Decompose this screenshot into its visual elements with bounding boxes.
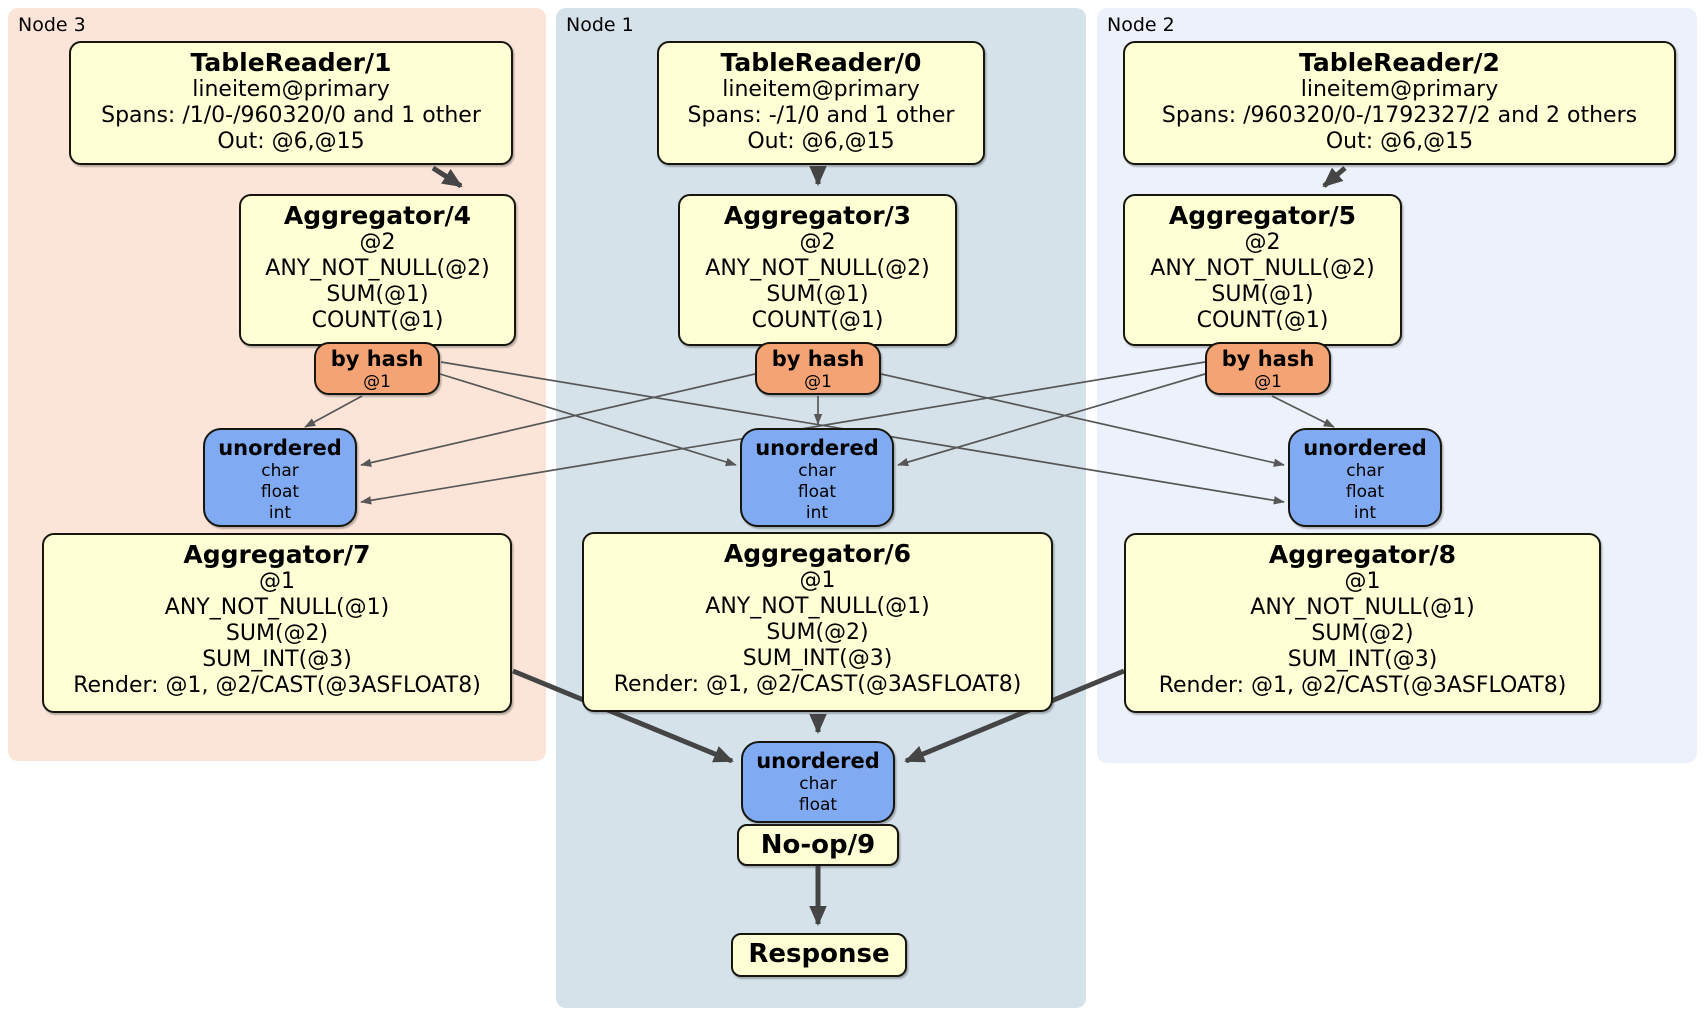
box-line: ANY_NOT_NULL(@1) (164, 595, 390, 620)
edge (431, 165, 463, 189)
router-key: @1 (363, 372, 391, 392)
edge (1322, 166, 1347, 188)
box-title: Aggregator/6 (723, 539, 912, 568)
by-hash-router-node2: by hash @1 (1205, 342, 1331, 395)
aggregator-4-box: Aggregator/4 @2 ANY_NOT_NULL(@2) SUM(@1)… (239, 194, 516, 346)
box-line: lineitem@primary (722, 77, 920, 102)
box-line: SUM_INT(@3) (202, 647, 352, 672)
box-title: No-op/9 (760, 830, 876, 860)
edge (439, 373, 737, 467)
box-title: Aggregator/4 (283, 201, 472, 230)
aggregator-5-box: Aggregator/5 @2 ANY_NOT_NULL(@2) SUM(@1)… (1123, 194, 1402, 346)
router-title: by hash (771, 347, 865, 371)
box-line: COUNT(@1) (311, 308, 444, 333)
node2-label: Node 2 (1107, 14, 1175, 36)
box-line: ANY_NOT_NULL(@1) (1250, 595, 1475, 620)
router-title: by hash (1221, 347, 1315, 371)
box-line: Out: @6,@15 (1325, 129, 1474, 154)
box-line: SUM(@2) (225, 621, 329, 646)
unordered-sync-node3: unordered char float int (203, 428, 357, 527)
by-hash-router-node1: by hash @1 (755, 342, 881, 395)
box-line: ANY_NOT_NULL(@2) (265, 256, 490, 281)
sync-title: unordered (755, 436, 879, 460)
box-line: @1 (259, 569, 295, 594)
aggregator-8-box: Aggregator/8 @1 ANY_NOT_NULL(@1) SUM(@2)… (1124, 533, 1601, 713)
box-line: Render: @1, @2/CAST(@3ASFLOAT8) (73, 673, 481, 698)
box-line: Spans: -/1/0 and 1 other (687, 103, 955, 128)
node1-label: Node 1 (566, 14, 634, 36)
node3-label: Node 3 (18, 14, 86, 36)
box-line: Render: @1, @2/CAST(@3ASFLOAT8) (613, 672, 1022, 697)
router-title: by hash (330, 347, 424, 371)
router-key: @1 (804, 372, 832, 392)
box-title: Aggregator/7 (183, 540, 371, 569)
box-line: SUM(@1) (326, 282, 429, 307)
tablereader-2-box: TableReader/2 lineitem@primary Spans: /9… (1123, 41, 1676, 165)
edge (1271, 395, 1335, 428)
box-line: ANY_NOT_NULL(@2) (705, 256, 930, 281)
box-title: Aggregator/8 (1268, 540, 1457, 569)
sync-item: float (1345, 482, 1385, 502)
box-line: COUNT(@1) (1196, 308, 1329, 333)
edge (880, 373, 1285, 467)
sync-item: char (261, 461, 299, 481)
box-line: SUM(@2) (766, 620, 869, 645)
by-hash-router-node3: by hash @1 (314, 342, 440, 395)
box-line: COUNT(@1) (751, 308, 884, 333)
sync-item: float (797, 482, 837, 502)
sync-item: int (1353, 503, 1377, 523)
box-line: ANY_NOT_NULL(@2) (1150, 256, 1375, 281)
noop-9-box: No-op/9 (737, 824, 899, 866)
box-title: Aggregator/3 (723, 201, 912, 230)
box-title: Aggregator/5 (1168, 201, 1357, 230)
router-key: @1 (1254, 372, 1282, 392)
box-line: SUM(@2) (1311, 621, 1414, 646)
aggregator-3-box: Aggregator/3 @2 ANY_NOT_NULL(@2) SUM(@1)… (678, 194, 957, 346)
box-line: Spans: /1/0-/960320/0 and 1 other (101, 103, 481, 128)
box-line: @2 (799, 230, 836, 255)
box-title: TableReader/1 (190, 48, 392, 77)
box-title: TableReader/2 (1299, 48, 1500, 77)
box-line: Out: @6,@15 (217, 129, 365, 154)
sync-item: int (268, 503, 292, 523)
tablereader-1-box: TableReader/1 lineitem@primary Spans: /1… (69, 41, 513, 165)
box-title: TableReader/0 (720, 48, 922, 77)
sync-item: char (799, 774, 837, 794)
sync-title: unordered (756, 749, 880, 773)
box-line: @2 (1244, 230, 1281, 255)
box-line: @1 (1344, 569, 1381, 594)
box-line: @1 (799, 568, 836, 593)
box-line: lineitem@primary (1300, 77, 1499, 102)
box-line: Render: @1, @2/CAST(@3ASFLOAT8) (1158, 673, 1567, 698)
edge (360, 373, 756, 467)
sync-item: int (805, 503, 829, 523)
sync-item: float (798, 795, 838, 815)
unordered-sync-node2: unordered char float int (1288, 428, 1442, 527)
box-line: lineitem@primary (192, 77, 390, 102)
box-line: Spans: /960320/0-/1792327/2 and 2 others (1161, 103, 1638, 128)
box-line: SUM_INT(@3) (742, 646, 893, 671)
box-line: SUM(@1) (766, 282, 869, 307)
unordered-sync-final: unordered char float (741, 741, 895, 823)
aggregator-6-box: Aggregator/6 @1 ANY_NOT_NULL(@1) SUM(@2)… (582, 532, 1053, 712)
box-line: Out: @6,@15 (747, 129, 895, 154)
sync-item: char (798, 461, 836, 481)
edge (304, 395, 363, 428)
box-title: Response (748, 939, 890, 969)
box-line: SUM(@1) (1211, 282, 1314, 307)
unordered-sync-node1: unordered char float int (740, 428, 894, 527)
edge (904, 668, 1125, 764)
response-box: Response (731, 933, 907, 977)
sync-item: float (260, 482, 300, 502)
sync-item: char (1346, 461, 1384, 481)
sync-title: unordered (218, 436, 342, 460)
edge (897, 373, 1206, 467)
box-line: SUM_INT(@3) (1287, 647, 1438, 672)
tablereader-0-box: TableReader/0 lineitem@primary Spans: -/… (657, 41, 985, 165)
box-line: @2 (359, 230, 396, 255)
box-line: ANY_NOT_NULL(@1) (705, 594, 930, 619)
edge (512, 668, 734, 764)
aggregator-7-box: Aggregator/7 @1 ANY_NOT_NULL(@1) SUM(@2)… (42, 533, 512, 713)
sync-title: unordered (1303, 436, 1427, 460)
